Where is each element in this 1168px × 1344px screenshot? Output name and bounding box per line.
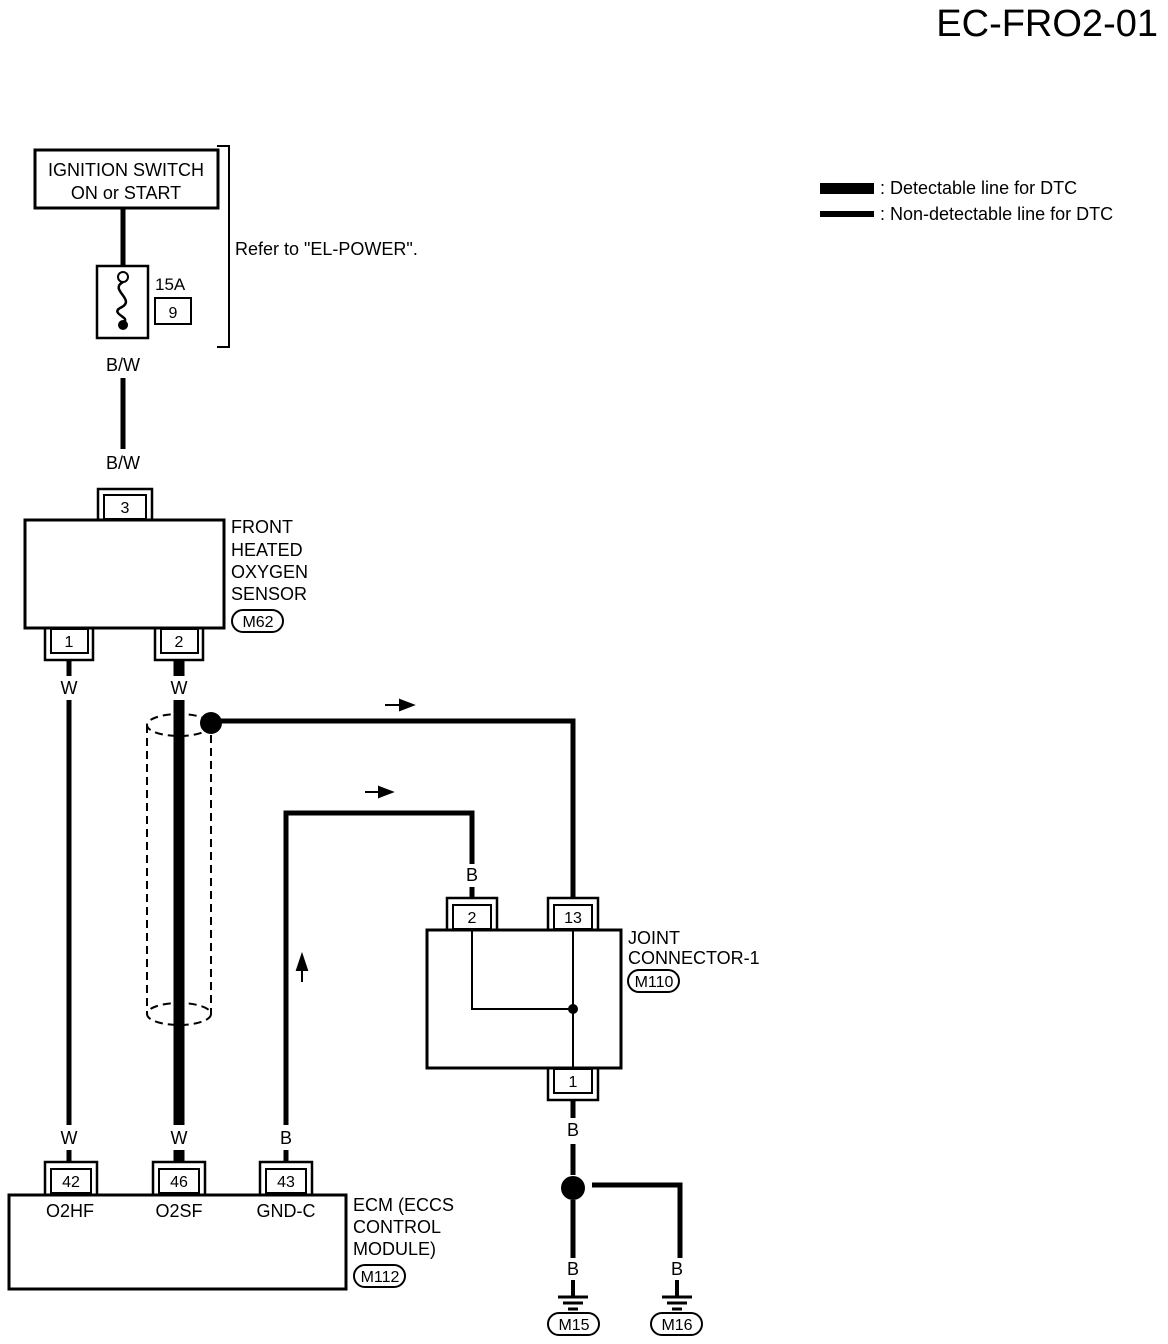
ground-m16-badge: [650, 1312, 703, 1336]
diagram-id: EC-FRO2-01: [936, 3, 1158, 45]
sensor-name-2: HEATED: [231, 540, 303, 560]
ecm-connector-badge: [353, 1264, 406, 1288]
sensor-pin3-outer: [96, 487, 154, 520]
joint-connector-badge: [627, 969, 680, 993]
sensor-name-1: FRONT: [231, 517, 293, 537]
oxygen-sensor: 3 FRONT HEATED OXYGEN SENSOR M62 1 2: [23, 487, 308, 662]
wire-color-b-joint-in: B: [466, 865, 478, 885]
sensor-connector-badge: [231, 609, 284, 633]
ground-m16-connector: M16: [661, 1317, 692, 1334]
fuse-box: [95, 264, 150, 340]
joint-name-2: CONNECTOR-1: [628, 948, 760, 968]
joint-internal-link: [471, 930, 573, 1010]
joint-name-1: JOINT: [628, 928, 680, 948]
sensor-pin2-box: [160, 628, 199, 654]
legend-thin-line: [820, 211, 874, 217]
ecm-pin46: 46: [170, 1174, 188, 1191]
fuse-terminal-bottom: [118, 320, 128, 330]
joint-pin2: 2: [468, 910, 477, 927]
wire-gnd-c: [283, 810, 475, 1125]
joint-connector: M110: [635, 974, 674, 991]
ecm-pin43: 43: [277, 1174, 295, 1191]
ground-m15: B M15: [547, 1259, 600, 1336]
wire-color-w-ecm-46: W: [171, 1128, 188, 1148]
arrow-up-icon: [295, 951, 309, 982]
fuse-rating: 15A: [155, 275, 186, 294]
wire-color-b-ecm-43: B: [280, 1128, 292, 1148]
ecm-connector: M112: [361, 1269, 400, 1286]
joint-pin2-outer: [445, 896, 499, 930]
arrow-right-icon-2: [365, 785, 395, 799]
refer-text: Refer to "EL-POWER".: [235, 239, 418, 259]
joint-pin13-outer: [546, 896, 600, 930]
ecm-name-3: MODULE): [353, 1239, 436, 1259]
fuse: 15A 9: [95, 264, 192, 340]
sensor-pin2: 2: [175, 634, 184, 651]
ground-m15-connector: M15: [558, 1317, 589, 1334]
ecm-pin-label-o2sf: O2SF: [155, 1201, 202, 1221]
ignition-switch-label-2: ON or START: [71, 183, 181, 203]
ecm: 42 46 43 O2HF O2SF GND-C ECM (ECCS CONTR…: [7, 1160, 454, 1291]
ecm-box: [7, 1193, 348, 1291]
sensor-pin3-box: [103, 494, 147, 520]
sensor-box: [23, 518, 226, 630]
wire-color-w-sensor-2: W: [171, 678, 188, 698]
joint-connector: 2 13 1 JOINT CONNECTOR-1 M110: [425, 896, 760, 1102]
legend: : Detectable line for DTC : Non-detectab…: [820, 178, 1113, 224]
refer-bracket: [217, 145, 230, 348]
ecm-name-1: ECM (ECCS: [353, 1195, 454, 1215]
ecm-pin46-box: [158, 1168, 200, 1194]
joint-pin1: 1: [569, 1074, 578, 1091]
ecm-pin42-box: [50, 1168, 92, 1194]
legend-detectable-text: : Detectable line for DTC: [880, 178, 1077, 198]
ecm-pin-label-o2hf: O2HF: [46, 1201, 94, 1221]
ground-m15-badge: [547, 1312, 600, 1336]
sensor-name-3: OXYGEN: [231, 562, 308, 582]
ground-m16: B M16: [650, 1259, 703, 1336]
ecm-pin-label-gnd-c: GND-C: [257, 1201, 316, 1221]
ignition-switch-box: [33, 148, 220, 210]
sensor-pin1-box: [50, 628, 89, 654]
wire-color-bw-top: B/W: [106, 355, 140, 375]
ignition-switch: IGNITION SWITCH ON or START: [33, 148, 220, 210]
fuse-terminal-top: [117, 271, 129, 283]
ground-m15-wire-color: B: [567, 1259, 579, 1279]
ecm-pin42: 42: [62, 1174, 80, 1191]
ecm-name-2: CONTROL: [353, 1217, 441, 1237]
sensor-pin3: 3: [121, 500, 130, 517]
ignition-switch-label-1: IGNITION SWITCH: [48, 160, 204, 180]
wire-ground-m16: [592, 1182, 683, 1258]
ground-splice: [561, 1176, 585, 1200]
wire-color-w-sensor-1: W: [61, 678, 78, 698]
sensor-connector: M62: [242, 614, 273, 631]
joint-internal-splice: [568, 1004, 578, 1014]
sensor-name-4: SENSOR: [231, 584, 307, 604]
legend-non-detectable-text: : Non-detectable line for DTC: [880, 204, 1113, 224]
ecm-pin43-box: [265, 1168, 307, 1194]
ground-m16-wire-color: B: [671, 1259, 683, 1279]
fuse-element: [116, 280, 128, 324]
wire-color-w-ecm-42: W: [61, 1128, 78, 1148]
ecm-pin43-outer: [258, 1160, 314, 1195]
joint-pin13: 13: [564, 910, 582, 927]
sensor-pin1: 1: [65, 634, 74, 651]
legend-thick-line: [820, 183, 874, 194]
arrow-right-icon: [385, 698, 416, 712]
joint-pin1-box: [553, 1068, 593, 1094]
ecm-pin42-outer: [43, 1160, 99, 1195]
wire-color-bw-bottom: B/W: [106, 453, 140, 473]
fuse-number: 9: [169, 305, 178, 322]
ecm-pin46-outer: [151, 1160, 207, 1195]
joint-box: [425, 928, 623, 1070]
fuse-number-box: [154, 297, 192, 325]
wire-color-b-joint-out: B: [567, 1120, 579, 1140]
wire-shield-drain: [211, 718, 576, 898]
